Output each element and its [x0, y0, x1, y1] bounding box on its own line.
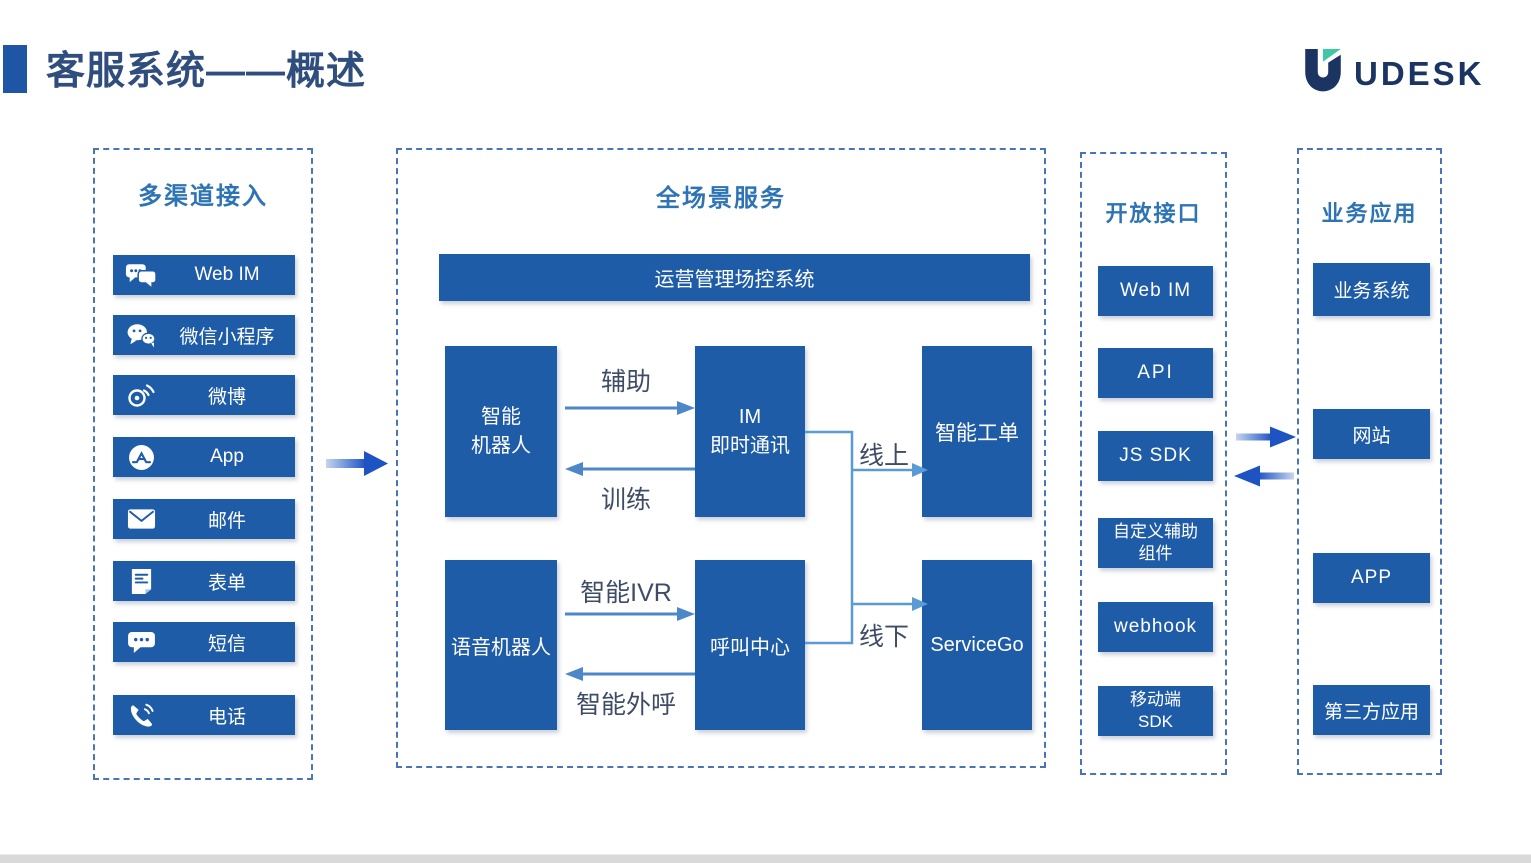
- smart-outbound-label: 智能外呼: [575, 691, 676, 719]
- servicego-box: ServiceGo: [922, 560, 1032, 730]
- weibo-icon: [113, 382, 169, 408]
- offline-label: 线下: [858, 623, 909, 651]
- wechat-icon: [113, 323, 169, 348]
- channel-label: 短信: [207, 633, 246, 655]
- business-header: 业务应用: [1321, 201, 1418, 226]
- service-panel: 全场景服务 运营管理场控系统 智能 机器人 IM 即时通讯 智能工单 语音机器人…: [396, 148, 1046, 768]
- api-item-custom-component: 自定义辅助 组件: [1098, 518, 1213, 568]
- smart-ticket-box: 智能工单: [922, 346, 1032, 517]
- brand-name: UDESK: [1354, 54, 1485, 92]
- bottom-strip: [0, 854, 1531, 863]
- smart-robot-box: 智能 机器人: [445, 346, 557, 517]
- assist-arrow: [565, 401, 695, 415]
- udesk-logo-icon: [1302, 48, 1344, 99]
- mail-icon: [113, 508, 169, 530]
- smart-ivr-label: 智能IVR: [580, 579, 672, 607]
- channels-panel: 多渠道接入 Web IM: [93, 148, 313, 780]
- api-item-mobile-sdk: 移动端 SDK: [1098, 686, 1213, 736]
- call-center-box: 呼叫中心: [695, 560, 805, 730]
- api-to-business-arrow: [1234, 425, 1296, 454]
- channel-label: 微博: [207, 386, 246, 408]
- channel-web-im: Web IM: [113, 255, 295, 295]
- channel-label: 微信小程序: [179, 326, 275, 348]
- channel-label: Web IM: [194, 264, 260, 285]
- online-label: 线上: [858, 442, 909, 470]
- open-api-panel: 开放接口 Web IM API JS SDK 自定义辅助 组件 webhook …: [1080, 152, 1227, 775]
- channels-to-service-arrow: [326, 449, 388, 482]
- appstore-icon: [113, 444, 169, 471]
- open-api-header: 开放接口: [1105, 201, 1202, 226]
- smart-ivr-arrow: [565, 607, 695, 621]
- smart-outbound-arrow: [565, 667, 695, 681]
- business-item-app: APP: [1313, 553, 1430, 603]
- channel-sms: 短信: [113, 622, 295, 662]
- channels-header: 多渠道接入: [138, 183, 268, 210]
- channel-label: 电话: [207, 706, 246, 728]
- title-accent-bar: [3, 45, 27, 93]
- channel-label: 邮件: [207, 510, 246, 532]
- form-icon: [113, 568, 169, 595]
- ops-control-bar: 运营管理场控系统: [439, 254, 1030, 301]
- business-item-website: 网站: [1313, 409, 1430, 459]
- online-offline-connector: [805, 430, 928, 645]
- im-box: IM 即时通讯: [695, 346, 805, 517]
- channel-label: App: [210, 446, 244, 467]
- channel-email: 邮件: [113, 499, 295, 539]
- phone-icon: [113, 702, 169, 729]
- service-header: 全场景服务: [656, 185, 786, 212]
- business-item-system: 业务系统: [1313, 263, 1430, 316]
- api-item-webim: Web IM: [1098, 266, 1213, 316]
- api-item-api: API: [1098, 348, 1213, 398]
- channel-label: 表单: [207, 572, 246, 594]
- channel-app: App: [113, 437, 295, 477]
- train-arrow: [565, 462, 695, 476]
- channel-wechat-miniprogram: 微信小程序: [113, 315, 295, 355]
- business-panel: 业务应用 业务系统 网站 APP 第三方应用: [1297, 148, 1442, 775]
- page-title: 客服系统——概述: [46, 50, 367, 93]
- channel-form: 表单: [113, 561, 295, 601]
- business-to-api-arrow: [1234, 464, 1296, 493]
- sms-icon: [113, 631, 169, 654]
- voice-robot-box: 语音机器人: [445, 560, 557, 730]
- chat-bubbles-icon: [113, 263, 169, 288]
- brand-logo: UDESK: [1302, 48, 1485, 99]
- train-label: 训练: [600, 486, 651, 514]
- channel-weibo: 微博: [113, 375, 295, 415]
- business-item-thirdparty: 第三方应用: [1313, 685, 1430, 735]
- assist-label: 辅助: [600, 368, 651, 396]
- api-item-jssdk: JS SDK: [1098, 431, 1213, 481]
- channel-phone: 电话: [113, 695, 295, 735]
- api-item-webhook: webhook: [1098, 602, 1213, 652]
